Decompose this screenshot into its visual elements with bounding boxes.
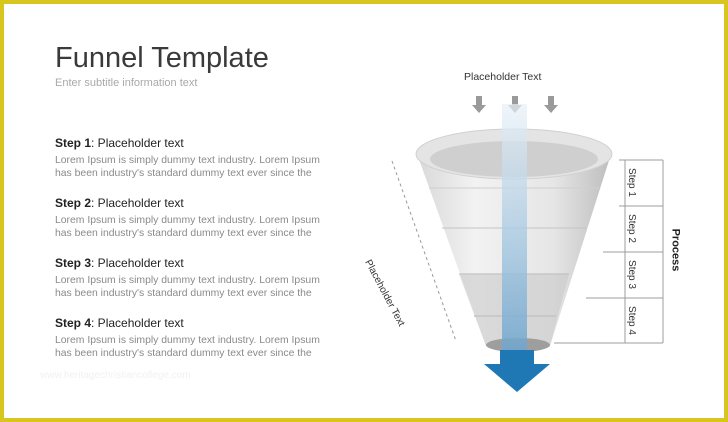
step-body: Lorem Ipsum is simply dummy text industr… [55, 334, 355, 360]
diagram-step-label: Step 2 [626, 214, 637, 243]
step-label: Step 3 [55, 256, 91, 270]
steps-list: Step 1: Placeholder text Lorem Ipsum is … [55, 136, 355, 376]
step-body-line: Lorem Ipsum is simply dummy text industr… [55, 274, 355, 287]
step-item-4: Step 4: Placeholder text Lorem Ipsum is … [55, 316, 355, 348]
down-arrow-icon [544, 96, 558, 113]
step-heading-text: : Placeholder text [91, 196, 184, 210]
step-label: Step 4 [55, 316, 91, 330]
step-body-line: Lorem Ipsum is simply dummy text industr… [55, 214, 355, 227]
slide: Funnel Template Enter subtitle informati… [4, 4, 724, 418]
step-item-2: Step 2: Placeholder text Lorem Ipsum is … [55, 196, 355, 228]
step-label: Step 2 [55, 196, 91, 210]
step-heading-text: : Placeholder text [91, 316, 184, 330]
step-body: Lorem Ipsum is simply dummy text industr… [55, 154, 355, 180]
step-heading-text: : Placeholder text [91, 256, 184, 270]
page-subtitle: Enter subtitle information text [55, 77, 197, 89]
step-body-line: has been industry's standard dummy text … [55, 167, 355, 180]
down-arrow-icon [472, 96, 486, 113]
page-title: Funnel Template [55, 42, 269, 75]
step-body-line: has been industry's standard dummy text … [55, 347, 355, 360]
flow-beam [502, 104, 527, 350]
funnel-diagram [364, 66, 704, 396]
step-body: Lorem Ipsum is simply dummy text industr… [55, 274, 355, 300]
step-heading: Step 3: Placeholder text [55, 256, 355, 270]
step-heading: Step 1: Placeholder text [55, 136, 355, 150]
step-heading-text: : Placeholder text [91, 136, 184, 150]
step-label: Step 1 [55, 136, 91, 150]
step-heading: Step 4: Placeholder text [55, 316, 355, 330]
step-body-line: has been industry's standard dummy text … [55, 287, 355, 300]
output-arrow-icon [484, 350, 550, 392]
step-body-line: Lorem Ipsum is simply dummy text industr… [55, 334, 355, 347]
diagram-step-label: Step 4 [626, 306, 637, 335]
step-body-line: has been industry's standard dummy text … [55, 227, 355, 240]
step-item-3: Step 3: Placeholder text Lorem Ipsum is … [55, 256, 355, 288]
step-item-1: Step 1: Placeholder text Lorem Ipsum is … [55, 136, 355, 168]
diagram-step-label: Step 3 [626, 260, 637, 289]
diagram-step-label: Step 1 [626, 168, 637, 197]
watermark: www.heritagechristiancollege.com [40, 370, 191, 381]
step-body-line: Lorem Ipsum is simply dummy text industr… [55, 154, 355, 167]
process-label: Process [669, 229, 681, 272]
step-body: Lorem Ipsum is simply dummy text industr… [55, 214, 355, 240]
step-heading: Step 2: Placeholder text [55, 196, 355, 210]
